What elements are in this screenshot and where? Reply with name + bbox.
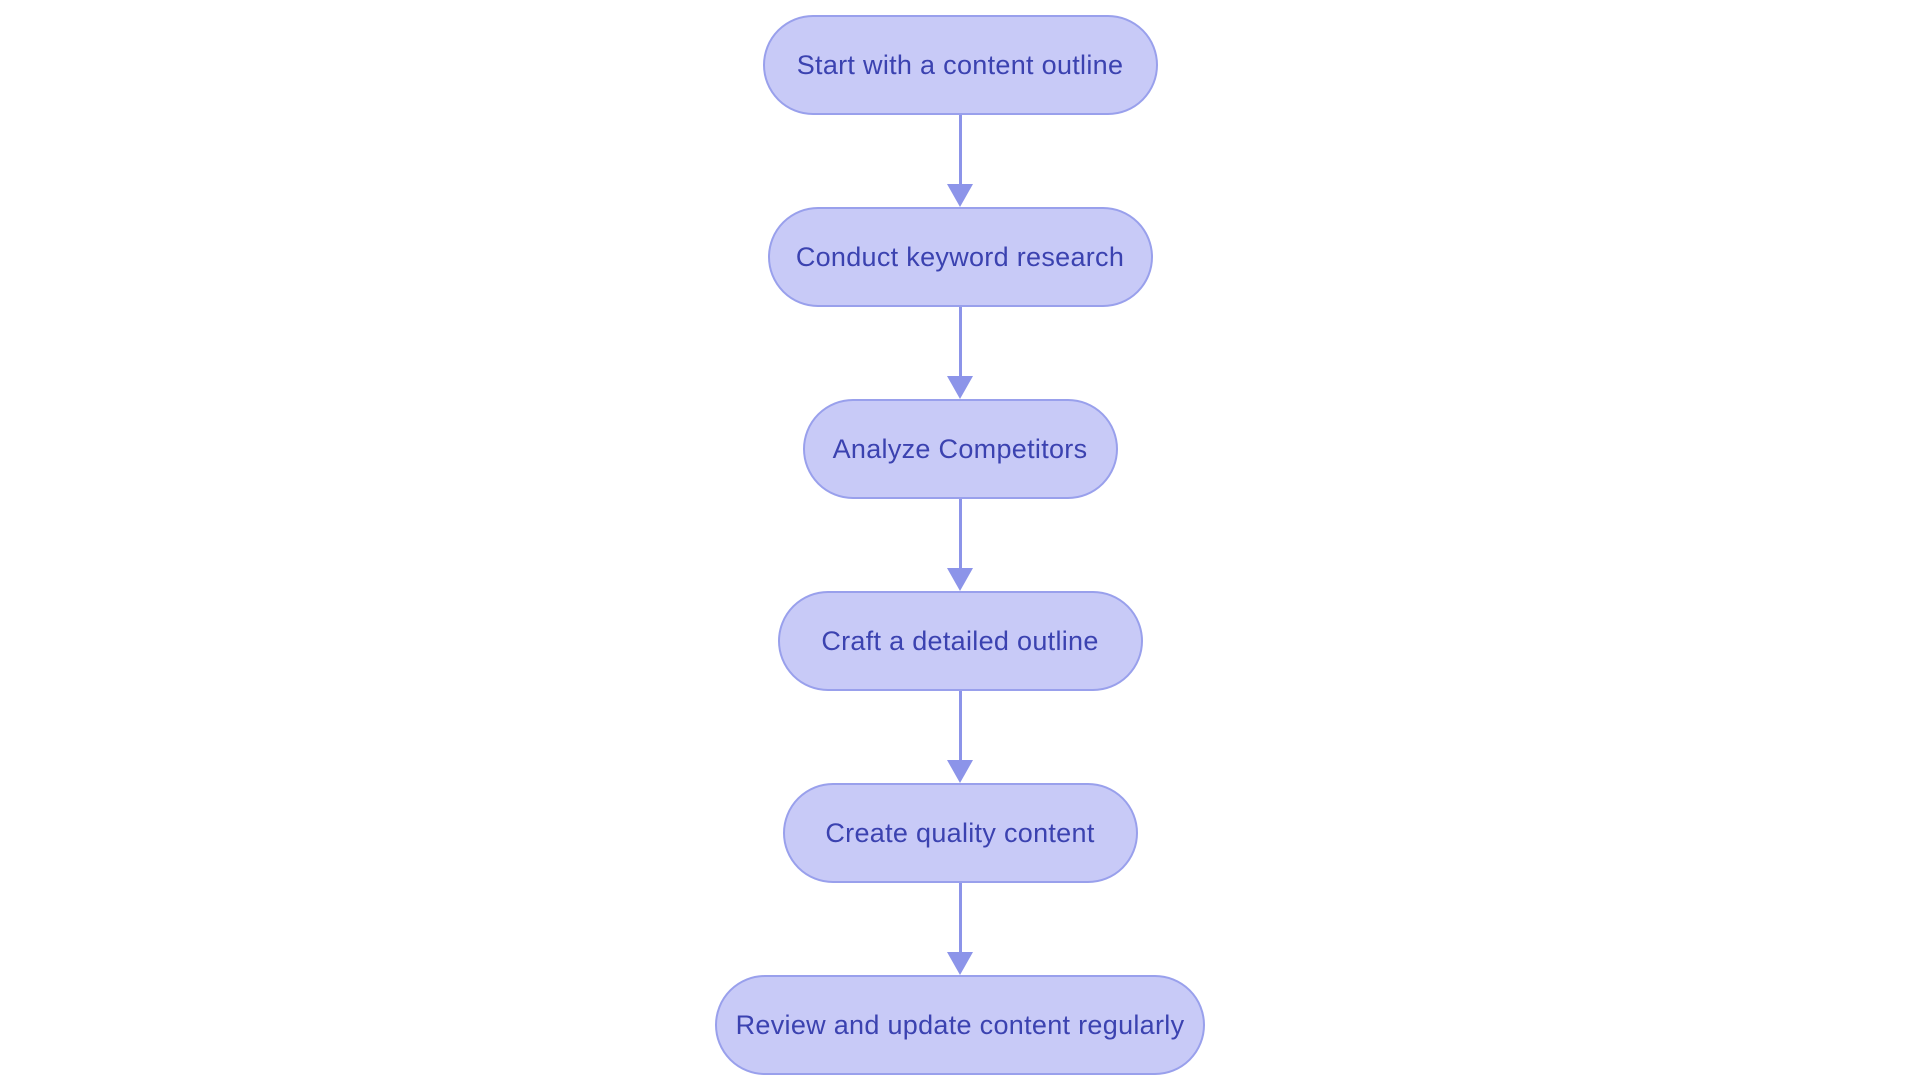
arrow-down-icon xyxy=(947,760,973,783)
connector-line xyxy=(958,691,962,760)
arrow-down-icon xyxy=(947,184,973,207)
connector-line xyxy=(958,883,962,952)
flow-connector-4-5 xyxy=(947,691,973,783)
flow-connector-3-4 xyxy=(947,499,973,591)
flow-node-label: Analyze Competitors xyxy=(832,433,1088,464)
flow-node-create-quality-content: Create quality content xyxy=(782,783,1138,883)
connector-line xyxy=(958,499,962,568)
flow-node-label: Review and update content regularly xyxy=(735,1009,1185,1040)
flow-node-label: Start with a content outline xyxy=(796,49,1124,80)
flow-node-start-content-outline: Start with a content outline xyxy=(762,15,1158,115)
connector-line xyxy=(958,115,962,184)
arrow-down-icon xyxy=(947,568,973,591)
flow-node-label: Create quality content xyxy=(825,817,1095,848)
flow-connector-1-2 xyxy=(947,115,973,207)
flow-node-review-update-content: Review and update content regularly xyxy=(715,975,1205,1075)
connector-line xyxy=(958,307,962,376)
flow-node-label: Craft a detailed outline xyxy=(821,625,1099,656)
flow-node-label: Conduct keyword research xyxy=(795,241,1125,272)
arrow-down-icon xyxy=(947,376,973,399)
arrow-down-icon xyxy=(947,952,973,975)
flow-node-craft-detailed-outline: Craft a detailed outline xyxy=(777,591,1143,691)
flow-connector-5-6 xyxy=(947,883,973,975)
flow-connector-2-3 xyxy=(947,307,973,399)
flow-node-conduct-keyword-research: Conduct keyword research xyxy=(767,207,1153,307)
flow-node-analyze-competitors: Analyze Competitors xyxy=(802,399,1118,499)
